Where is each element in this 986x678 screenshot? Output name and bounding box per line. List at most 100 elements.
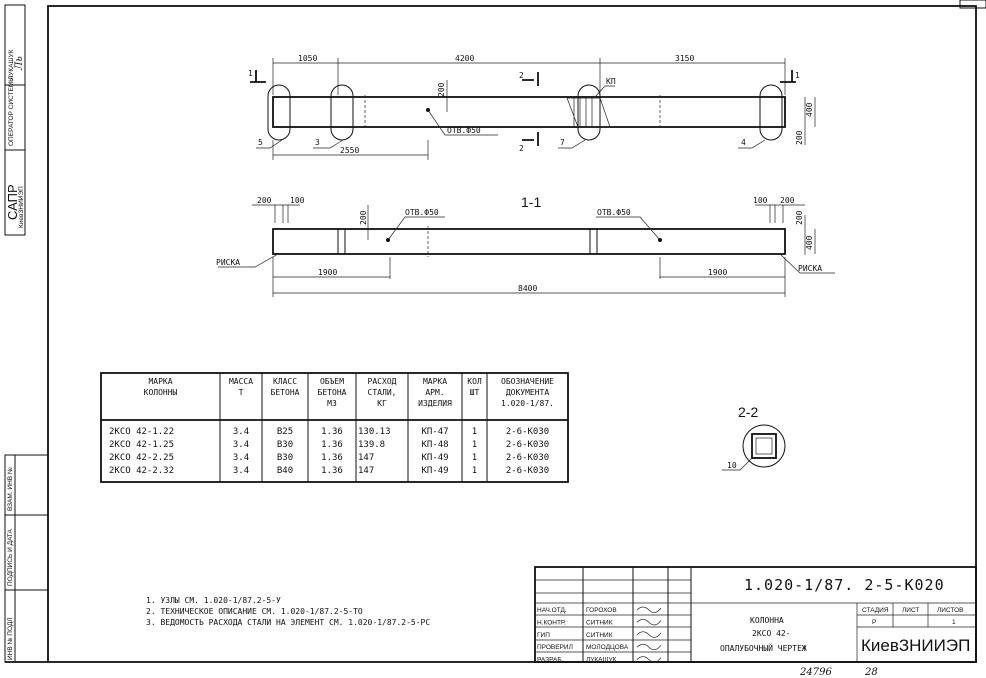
title-name-3: ОПАЛУБОЧНЫЙ ЧЕРТЕЖ <box>720 642 807 653</box>
table-header-cell: КЛАСС <box>273 377 297 386</box>
table-cell: 2-6-К030 <box>506 427 549 437</box>
table-cell: 2-6-К030 <box>506 453 549 463</box>
table-header-cell: ИЗДЕЛИЯ <box>418 399 452 408</box>
sheets-label: ЛИСТОВ <box>937 607 964 614</box>
section-mark-1-left: 1 <box>248 69 253 78</box>
table-header-cell: МАРКА <box>148 377 172 386</box>
table-header-cell: КОЛОННЫ <box>144 388 178 397</box>
archive-number: 24796 <box>799 667 832 678</box>
table-header-cell: БЕТОНА <box>271 388 300 397</box>
column-beam-plan <box>272 96 786 128</box>
table-header-cell: М3 <box>327 399 337 408</box>
table-header-cell: ОБЪЕМ <box>320 377 344 386</box>
table-cell: КП-47 <box>421 427 448 437</box>
section-mark-1-right: 1 <box>795 71 800 80</box>
role-label: НАЧ.ОТД. <box>537 607 567 614</box>
column-beam-section <box>272 228 786 255</box>
signature <box>636 606 662 613</box>
table-cell: КП-49 <box>421 466 448 476</box>
embedded-part-kp <box>566 97 611 128</box>
riska-left: РИСКА <box>216 258 240 267</box>
table-cell: 147 <box>358 466 374 476</box>
dim-3150: 3150 <box>675 54 694 63</box>
sapr-label: САПР <box>5 184 20 220</box>
table-cell: 2КСО 42-2.25 <box>109 453 174 463</box>
author-label: ЛУКАШУК <box>8 49 15 80</box>
signature <box>636 619 662 626</box>
role-label: ГИП <box>537 632 550 639</box>
title-name-2: 2КСО 42- <box>752 629 791 638</box>
operator-label: ОПЕРАТОР СИСТЕМЫ <box>8 76 15 146</box>
hole-label-left: ОТВ.Ф50 <box>405 208 439 217</box>
table-cell: 3.4 <box>233 427 249 437</box>
table-cell: В25 <box>277 427 293 437</box>
node-callout-4 <box>759 84 783 141</box>
spec-table: МАРКА КОЛОННЫ МАССА Т КЛАСС БЕТОНА ОБЪЕМ БЕТОНА… <box>100 372 569 483</box>
dim-400-plan: 400 <box>805 102 814 117</box>
table-cell: В30 <box>277 440 293 450</box>
table-cell: 3.4 <box>233 466 249 476</box>
signature <box>636 643 662 651</box>
table-cell: 2КСО 42-1.25 <box>109 440 174 450</box>
table-header-cell: ДОКУМЕНТА <box>506 388 550 397</box>
callout-7: 7 <box>560 138 565 147</box>
plan-view: 1050 4200 3150 5 3 7 4 ОТВ.Ф50 200 КП 1 <box>248 54 816 160</box>
side-stamp-bottom: ИНВ № ПОДЛ ПОДПИСЬ И ДАТА ВЗАМ. ИНВ № <box>4 454 49 663</box>
role-name: ГОРОХОВ <box>586 607 617 614</box>
dim-2550: 2550 <box>340 146 359 155</box>
table-header-cell: Т <box>239 388 244 397</box>
table-cell: 3.4 <box>233 453 249 463</box>
section-1-1: 1-1 200 100 100 200 200 ОТВ.Ф50 ОТВ.Ф50 … <box>216 194 835 297</box>
sheet-label: ЛИСТ <box>902 607 919 614</box>
table-header-cell: АРМ. <box>425 388 444 397</box>
role-name: ЛУКАШУК <box>586 657 617 664</box>
title-name-1: КОЛОННА <box>750 616 784 625</box>
table-header-cell: БЕТОНА <box>318 388 347 397</box>
section-2-2: 2-2 10 <box>722 404 786 471</box>
side-stamp-top: ЛУКАШУК Ль ОПЕРАТОР СИСТЕМЫ САПР КиевЗНИ… <box>4 4 26 236</box>
dim-200-vert: 200 <box>359 210 368 225</box>
role-name: МОЛОДЦОВА <box>586 644 629 651</box>
table-cell: В30 <box>277 453 293 463</box>
sheet-frame <box>47 5 977 663</box>
signature <box>636 631 662 638</box>
note-2: 2. ТЕХНИЧЕСКОЕ ОПИСАНИЕ СМ. 1.020-1/87.2… <box>146 607 363 616</box>
table-cell: КП-49 <box>421 453 448 463</box>
callout-4: 4 <box>741 138 746 147</box>
table-cell: 1.36 <box>321 427 343 437</box>
node-callout-7 <box>577 84 601 141</box>
dim-4200: 4200 <box>455 54 474 63</box>
stage-label: СТАДИЯ <box>862 607 889 614</box>
section-mark-2-bottom: 2 <box>519 144 524 153</box>
dim-100-right: 100 <box>753 196 768 205</box>
notes: 1. УЗЛЫ СМ. 1.020-1/87.2-5-У 2. ТЕХНИЧЕС… <box>146 596 430 627</box>
table-cell: 2КСО 42-2.32 <box>109 466 174 476</box>
table-cell: 1.36 <box>321 466 343 476</box>
dim-1900-left: 1900 <box>318 268 337 277</box>
kp-label: КП <box>606 77 616 86</box>
vzam-inv-label: ВЗАМ. ИНВ № <box>7 467 14 511</box>
dim-100-left: 100 <box>290 196 305 205</box>
role-label: Н.КОНТР. <box>537 619 566 626</box>
table-cell: 1 <box>472 453 477 463</box>
table-cell: 139.8 <box>358 440 385 450</box>
title-block: 1.020-1/87. 2-5-К020 НАЧ.ОТД. ГОРОХОВ Н.КО… <box>534 566 977 664</box>
callout-5: 5 <box>258 138 263 147</box>
org-name: КиевЗНИИЭП <box>861 636 970 655</box>
callout-10: 10 <box>727 461 737 470</box>
dim-200-left: 200 <box>257 196 272 205</box>
table-cell: КП-48 <box>421 440 448 450</box>
riska-right: РИСКА <box>798 264 822 273</box>
table-header-cell: МАССА <box>229 377 253 386</box>
author-signature: Ль <box>14 56 25 71</box>
table-cell: 1.36 <box>321 453 343 463</box>
table-cell: 130.13 <box>358 427 391 437</box>
table-header-cell: КГ <box>377 399 387 408</box>
doc-code: 1.020-1/87. 2-5-К020 <box>744 576 945 594</box>
role-name: СИТНИК <box>586 632 613 639</box>
note-1: 1. УЗЛЫ СМ. 1.020-1/87.2-5-У <box>146 596 281 605</box>
sapr-org: КиевЗНИИЭП <box>18 186 25 228</box>
table-header-cell: КОЛ <box>467 377 482 386</box>
dim-200-vert-right: 200 <box>795 210 804 225</box>
